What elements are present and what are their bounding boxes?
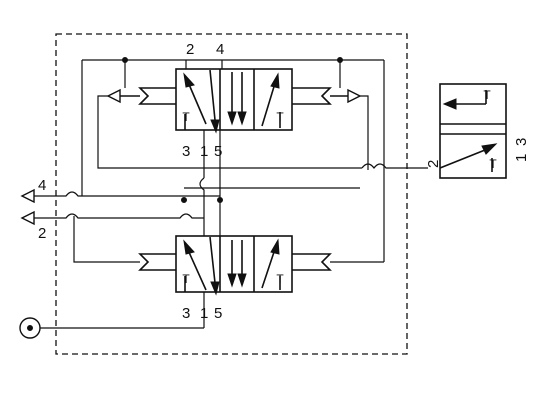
top-valve-mid-arrow-b-head [237,111,247,126]
output-port-2-label: 2 [38,225,46,242]
bottom-valve-mid-arrow-b-head [237,273,247,288]
bottom-valve: T T 3 1 5 [138,235,332,322]
bottom-valve-body [175,235,293,293]
pilot-signal-line [361,163,428,169]
bottom-valve-right-exhaust-mark: T [276,272,284,286]
center-supply-line [199,177,205,236]
top-valve-right-arrow-head [270,72,280,89]
junction-dot-d [181,197,187,203]
bottom-valve-mid-arrow-a-head [227,273,237,288]
bottom-valve-port-3-label: 3 [182,305,190,322]
top-valve-right-arrow-line [261,79,277,127]
output-4-line [24,191,82,197]
pilot-valve: T T 2 1 3 [425,83,530,179]
pilot-valve-port-2-label: 2 [425,160,442,168]
output-port-4-label: 4 [38,177,46,194]
output-4-arrow [20,188,35,204]
top-valve-port-3-label: 3 [182,143,190,160]
top-valve-left-arrow-line [187,81,207,125]
pilot-valve-upper-exhaust: T [483,88,491,102]
top-valve-port-2-label: 2 [186,41,194,58]
top-left-pilot-loop [97,95,362,169]
pilot-valve-port-1-label: 1 [513,154,530,162]
top-valve-body [175,68,293,131]
supply-source-center [27,325,33,331]
output-2-line [24,213,204,219]
bottom-valve-exhaust-mark: T [182,272,190,286]
pilot-valve-port-3-label: 3 [513,138,530,146]
top-valve: T T 2 4 3 1 5 [106,41,362,160]
top-valve-port-5-label: 5 [214,143,222,160]
top-valve-exhaust-mark: T [182,110,190,124]
bottom-valve-port-5-label: 5 [214,305,222,322]
top-right-pilot-loop [360,95,369,170]
connection-lines: 4 2 [19,57,428,339]
top-valve-right-exhaust-mark: T [276,110,284,124]
top-valve-right-pilot [292,87,332,105]
pilot-valve-lower-exhaust: T [489,157,497,171]
top-valve-mid-arrow-a-head [227,111,237,126]
top-valve-port-4-label: 4 [216,41,224,58]
pilot-valve-lower-arrow-line [439,147,491,169]
bottom-valve-right-arrow-head [270,238,280,255]
pilot-valve-body [439,83,507,179]
top-valve-left-arrow-head [183,72,195,88]
bottom-valve-left-pilot [138,253,176,271]
bottom-valve-right-pilot [292,253,332,271]
top-right-pilot-triangle [347,88,362,104]
bottom-valve-left-arrow-head [183,239,195,255]
top-valve-left-pilot [138,87,176,105]
bottom-left-pilot-loop [73,216,140,263]
top-left-pilot-triangle [106,88,121,104]
pilot-valve-lower-arrow-head [481,143,498,155]
enclosure-boundary [55,33,408,355]
bottom-valve-left-arrow-line [187,249,207,291]
output-2-arrow [20,210,35,226]
pilot-valve-upper-arrow-head [442,98,457,110]
bottom-valve-left-flow-head [210,281,220,296]
top-valve-left-flow-head [210,119,220,134]
